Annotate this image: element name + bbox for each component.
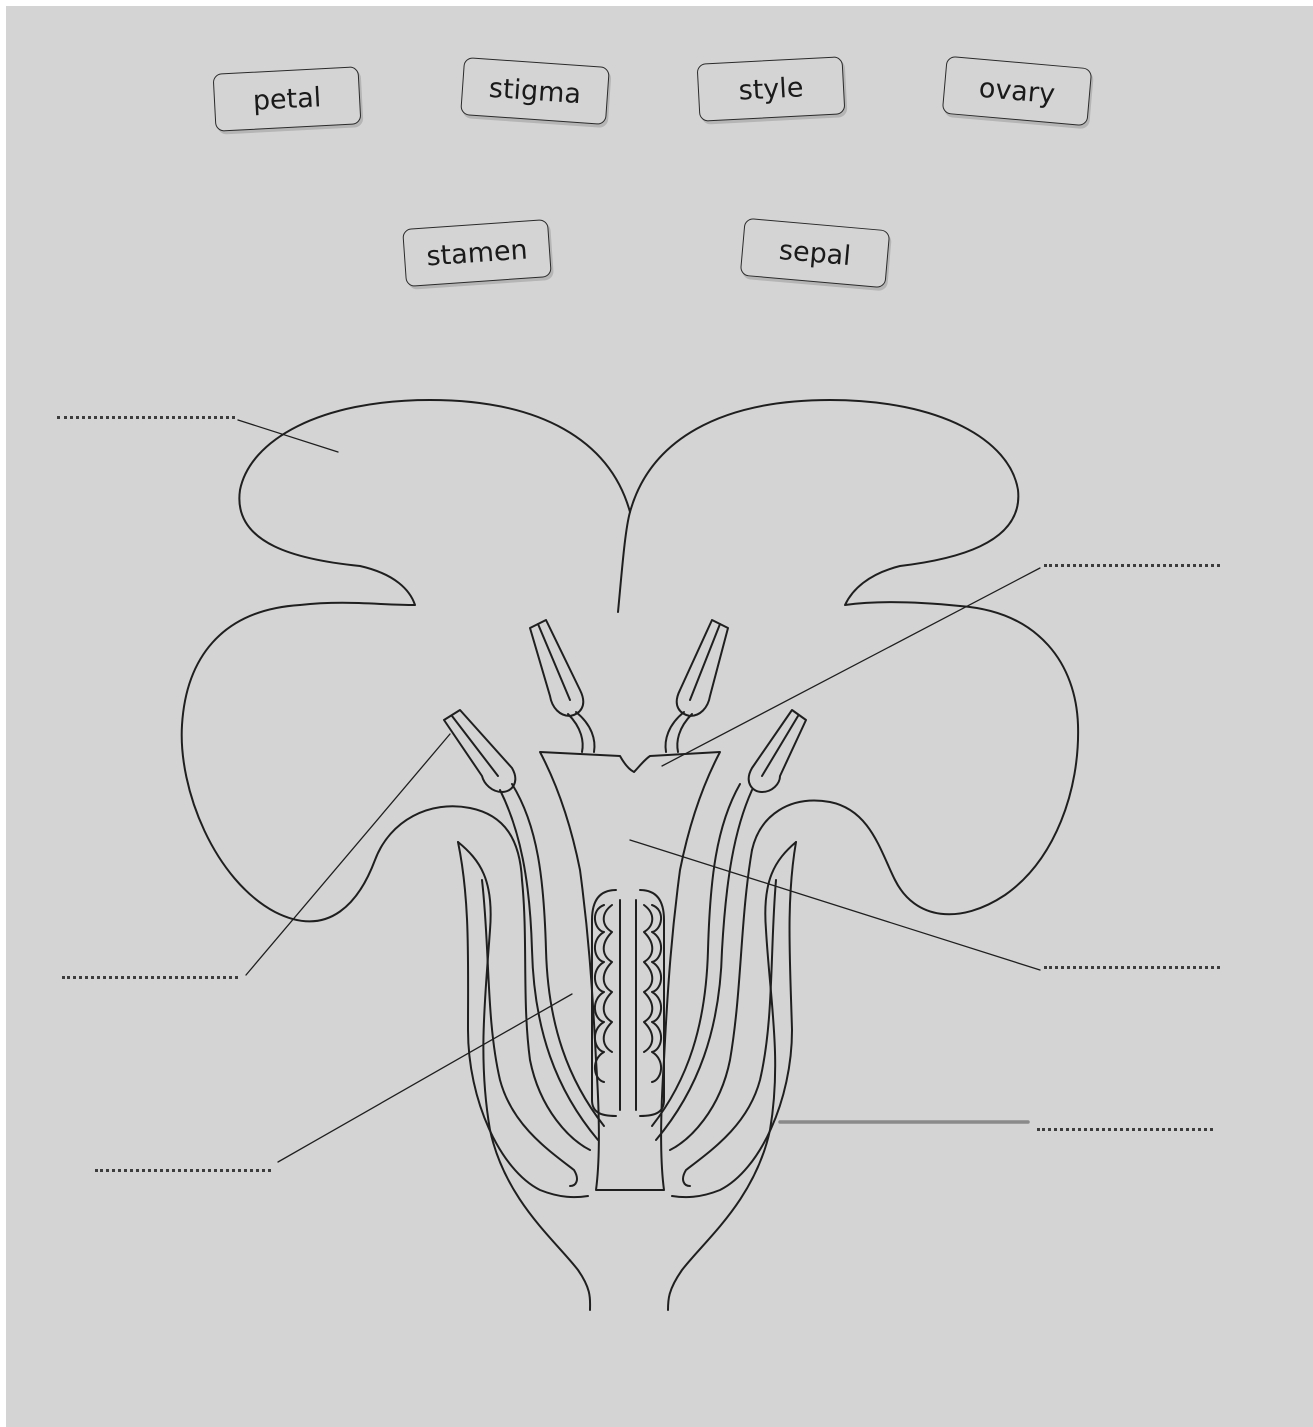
answer-blank-upper-right[interactable]	[1044, 564, 1220, 567]
word-card-stigma[interactable]: stigma	[460, 57, 610, 125]
word-card-stamen[interactable]: stamen	[402, 219, 552, 287]
answer-blank-middle-right[interactable]	[1044, 966, 1220, 969]
answer-blank-lower-right[interactable]	[1037, 1128, 1213, 1131]
answer-blank-middle-left[interactable]	[62, 976, 238, 979]
answer-blank-lower-left[interactable]	[95, 1169, 271, 1172]
answer-blank-upper-left[interactable]	[57, 416, 235, 419]
word-card-petal[interactable]: petal	[213, 66, 362, 132]
word-card-style[interactable]: style	[697, 56, 846, 122]
worksheet-background	[6, 6, 1313, 1427]
